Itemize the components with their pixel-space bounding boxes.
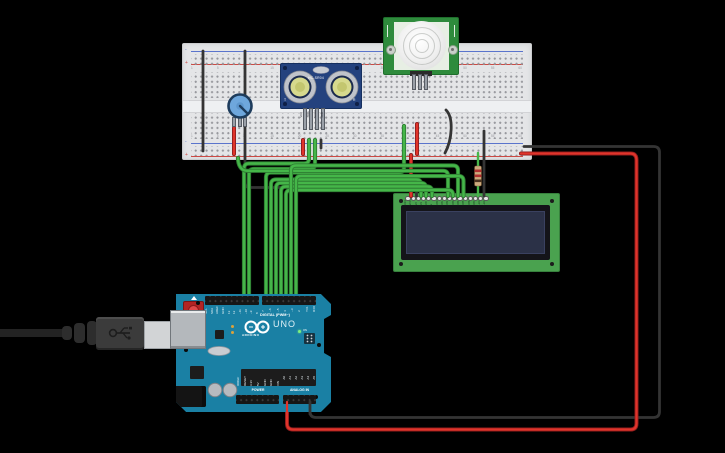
pir-silkscreen-left [387,25,389,37]
pir-motion-sensor[interactable] [383,17,459,90]
digital-header-right[interactable] [262,296,316,305]
wire-green-trig[interactable] [241,137,312,299]
top-rail-holes [191,53,523,65]
digital-header-left[interactable] [205,296,259,305]
wire-black-gnd-loop[interactable] [308,145,661,419]
arduino-logo-icon [244,320,270,334]
wire-green-lcd-db5[interactable] [288,163,461,299]
rx-led [231,331,234,334]
power-header[interactable] [236,395,279,404]
arduino-brand-label: ARDUINO [242,333,260,337]
pir-pin-base [410,71,432,76]
hcsr-t-marker: T [284,98,287,102]
arduino-model-label: UNO [273,319,296,329]
bottom-rail-positive-line [191,156,523,158]
analog-header[interactable] [283,395,316,404]
analog-header-label: ANALOG IN [289,388,310,392]
usb-connector-body[interactable] [96,317,144,350]
crystal-oscillator [207,346,231,356]
atmega-chip [241,369,316,386]
voltage-regulator [190,366,204,379]
potentiometer[interactable] [226,92,256,127]
hcsr-model-label: HC-SR04 [308,76,324,80]
plus-mark-top: + [185,60,188,66]
pot-knob[interactable] [226,92,256,126]
power-header-label: POWER [251,388,265,392]
usb-plug-metal [144,321,174,349]
digital-header-label: DIGITAL (PWM~) [260,312,290,317]
lcd-screen [406,211,545,254]
minus-mark-top: - [185,47,187,53]
arduino-usb-port [170,310,206,349]
usb-cable[interactable] [0,329,66,337]
wire-green-lcd-db4[interactable] [283,187,456,299]
bottom-rail-holes [191,145,523,157]
usb-trident-icon [108,326,132,340]
hcsr-crystal [312,66,330,74]
hcsr-transducers [283,66,359,104]
plus-mark-bottom: + [185,152,188,158]
capacitors [207,382,238,398]
pin1-arrow-icon [191,296,197,300]
lcd-bezel [401,205,550,260]
wire-black-pir-gnd[interactable] [443,108,453,155]
usb-strain-relief [62,326,72,340]
pir-silkscreen-right [454,25,456,37]
hcsr-r-marker: R [353,98,356,102]
icsp-header [304,333,315,344]
resonator [215,330,224,339]
tx-led [231,325,234,328]
minus-mark-bottom: - [185,139,187,145]
bottom-rail-negative-line [191,143,523,145]
top-rail-negative-line [191,51,523,53]
on-led-label: ON [303,329,307,332]
resistor-220-ohm[interactable] [474,151,482,198]
wire-green-lcd-db6[interactable] [293,173,466,299]
on-led [298,330,301,333]
wire-red-5v-loop[interactable] [285,151,639,432]
pir-dome-lens [397,21,446,70]
power-jack [176,386,206,407]
